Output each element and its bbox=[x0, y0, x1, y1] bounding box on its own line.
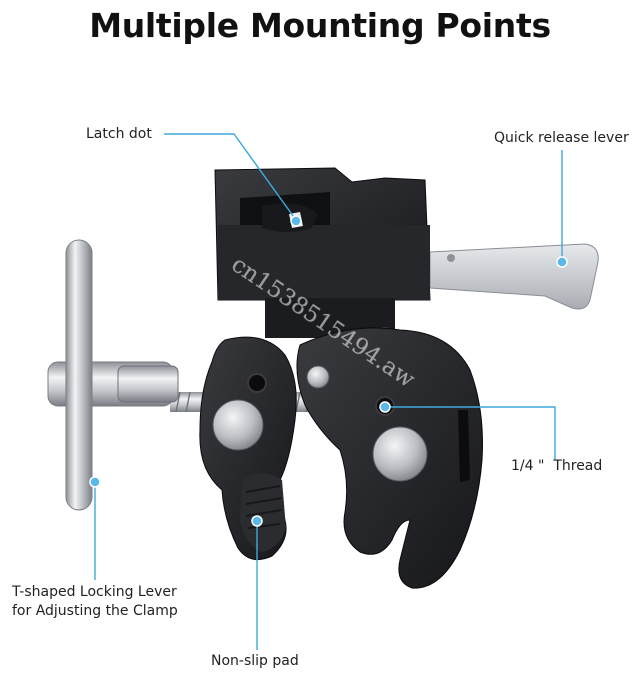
quick-release-lever-arm bbox=[429, 243, 599, 310]
latch-dot-line bbox=[164, 133, 297, 221]
latch-dot-marker bbox=[290, 215, 302, 227]
top-block-face bbox=[218, 225, 430, 300]
non-slip-pad-label: Non-slip pad bbox=[211, 653, 299, 669]
right-jaw-knob bbox=[372, 426, 428, 482]
lever-hole bbox=[447, 254, 455, 262]
lever-collar-nut bbox=[117, 365, 179, 403]
quick-release-marker bbox=[556, 256, 568, 268]
pad-ridges bbox=[245, 485, 283, 529]
right-jaw-slot bbox=[458, 410, 470, 482]
latch-dot-label: Latch dot bbox=[86, 126, 152, 142]
page-title: Multiple Mounting Points bbox=[89, 6, 551, 45]
quick-release-lever-label: Quick release lever bbox=[494, 130, 629, 146]
right-jaw-pin bbox=[306, 365, 330, 389]
left-jaw-thread bbox=[247, 373, 267, 393]
locking-lever-label-line1: T-shaped Locking Lever bbox=[12, 584, 177, 600]
callout-lines bbox=[94, 133, 563, 650]
callout-dots bbox=[89, 215, 568, 527]
thread-label: 1/4 " Thread bbox=[511, 458, 603, 474]
locking-lever-label: T-shaped Locking Lever for Adjusting the… bbox=[12, 583, 178, 621]
thread-line bbox=[385, 406, 556, 460]
non-slip-marker bbox=[251, 515, 263, 527]
thread-marker bbox=[379, 401, 391, 413]
locking-lever-marker bbox=[89, 476, 101, 488]
lever-t-bar bbox=[65, 239, 93, 511]
locking-lever-label-line2: for Adjusting the Clamp bbox=[12, 603, 178, 619]
left-jaw-knob bbox=[212, 399, 264, 451]
